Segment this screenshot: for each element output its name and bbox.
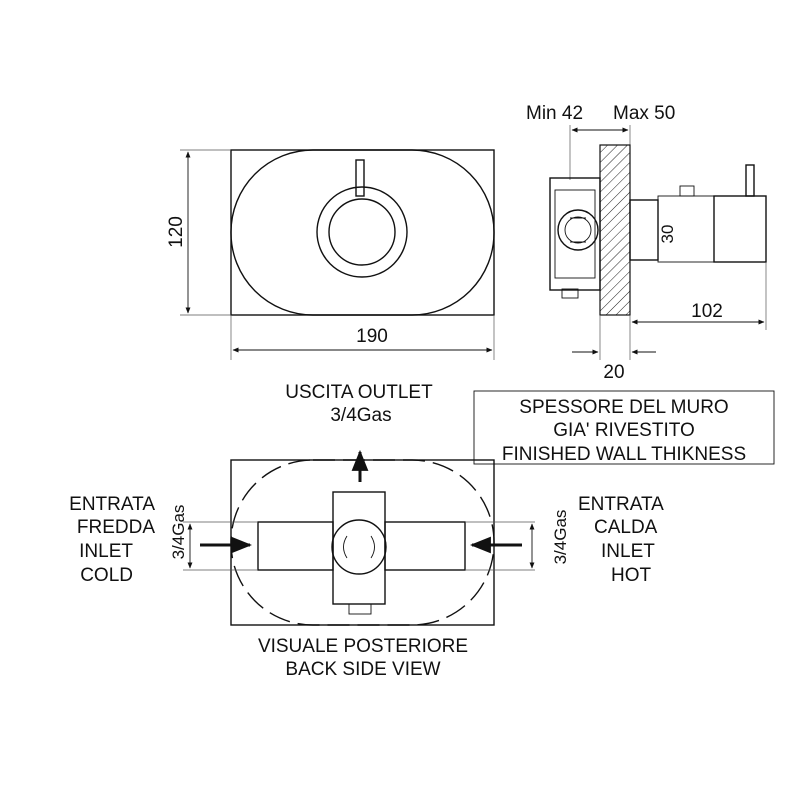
width-label: 190: [356, 326, 388, 347]
back-view: USCITA OUTLET 3/4Gas 3/4Gas ENTRATA FRED…: [69, 382, 664, 680]
back-valve-vertical: [332, 491, 386, 605]
front-plate-oval: [230, 149, 495, 316]
hot-inlet-size: 3/4Gas: [551, 510, 570, 565]
back-pipe-left: [257, 521, 334, 571]
cold-line-4: COLD: [80, 565, 133, 586]
wall-thickness-label: 20: [603, 362, 624, 383]
handle-ring-inner: [328, 198, 396, 266]
cartridge-stamp: 30: [658, 225, 677, 244]
hot-line-2: CALDA: [594, 517, 658, 538]
hot-line-1: ENTRATA: [578, 494, 664, 515]
wall-section: [599, 144, 631, 316]
wall-note-box: SPESSORE DEL MURO GIA' RIVESTITO FINISHE…: [473, 390, 775, 465]
wall-note-line-3: FINISHED WALL THIKNESS: [502, 444, 746, 465]
height-label: 120: [166, 216, 187, 248]
outlet-size-label: 3/4Gas: [330, 405, 391, 426]
side-handle: [713, 195, 767, 263]
max-depth-label: Max 50: [613, 103, 675, 124]
back-plate-oval: [230, 459, 495, 626]
front-view: 120 190: [166, 149, 495, 360]
hot-line-4: HOT: [611, 565, 652, 586]
valve-body: [549, 177, 601, 291]
cold-inlet-size: 3/4Gas: [169, 505, 188, 560]
depth-label: 102: [691, 301, 723, 322]
back-plate-outline: [230, 459, 495, 626]
cold-line-3: INLET: [79, 541, 133, 562]
back-view-caption-1: VISUALE POSTERIORE: [258, 636, 468, 657]
back-valve-center: [331, 519, 387, 575]
min-depth-label: Min 42: [526, 103, 583, 124]
valve-port: [557, 209, 599, 251]
cold-line-1: ENTRATA: [69, 494, 155, 515]
side-view: Min 42 Max 50 30 102 20: [526, 103, 767, 383]
width-dimension: 190: [230, 315, 495, 360]
side-lever: [745, 164, 755, 197]
cold-line-2: FREDDA: [77, 517, 155, 538]
front-plate-outline: [230, 149, 495, 316]
handle-lever: [355, 159, 365, 197]
wall-note-line-1: SPESSORE DEL MURO: [519, 397, 728, 418]
hot-line-3: INLET: [601, 541, 655, 562]
wall-note-line-2: GIA' RIVESTITO: [553, 420, 695, 441]
height-dimension: 120: [166, 149, 231, 316]
handle-ring-outer: [316, 186, 408, 278]
back-view-caption-2: BACK SIDE VIEW: [285, 659, 440, 680]
outlet-label: USCITA OUTLET: [285, 382, 433, 403]
back-pipe-right: [384, 521, 466, 571]
